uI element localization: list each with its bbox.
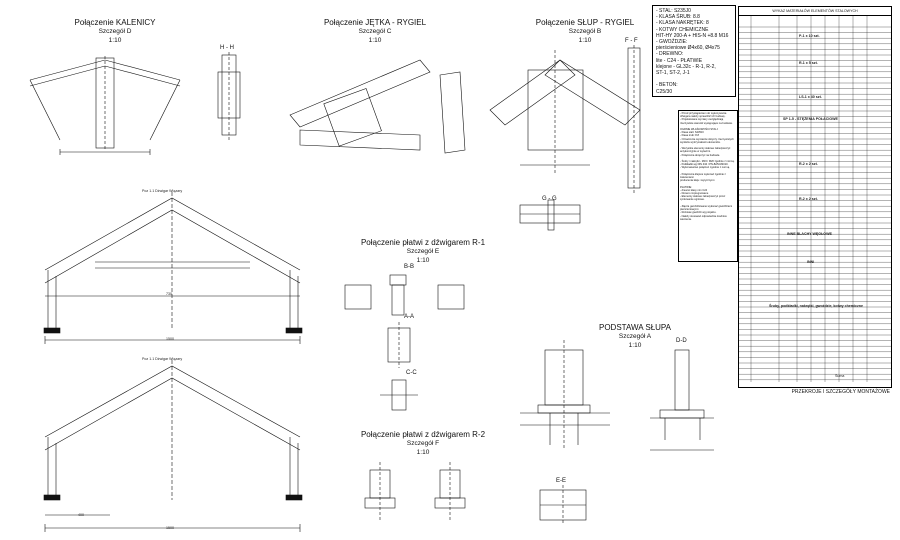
schedule-group-6: INNE BLACHY WĘGŁOWE <box>787 232 832 236</box>
frame-r1-total-dim: 1500 <box>166 337 174 341</box>
kalenica-detail <box>29 56 181 155</box>
frame-r1 <box>43 192 303 344</box>
schedule-group-5: R-2 x 2 szt. <box>799 197 818 201</box>
slup-rygiel-detail <box>489 50 641 175</box>
schedule-header: WYKAZ MATERIAŁÓW ELEMENTÓW STALOWYCH <box>739 7 891 16</box>
platew-r2-detail <box>364 462 466 520</box>
detail-title-podstawa-slupa: PODSTAWA SŁUPA Szczegół A 1:10 <box>598 323 671 349</box>
materials-box: - STAL: S235J0 - KLASA ŚRUB: 8.8 - KLASA… <box>652 5 736 97</box>
section-hh-label: H - H <box>220 45 234 51</box>
section-bb-label: B-B <box>404 264 415 270</box>
material-schedule-table: WYKAZ MATERIAŁÓW ELEMENTÓW STALOWYCH P-1… <box>738 6 892 388</box>
section-dd-label: D-D <box>676 338 687 344</box>
frame-r2-label: Poz 1.1 Dźwigar Wiązary <box>142 357 183 361</box>
section-ff <box>627 45 641 195</box>
schedule-grid <box>739 15 891 382</box>
detail-title-kalenica: Połączenie KALENICY Szczegół D 1:10 <box>74 18 156 44</box>
schedule-total-label: Suma <box>835 374 845 378</box>
schedule-group-3: SP 1-5 - STĘŻENIA POŁACIOWE <box>783 117 838 121</box>
detail-title-slup-rygiel: Połączenie SŁUP - RYGIEL Szczegół B 1:10 <box>535 18 635 44</box>
frame-r2 <box>43 360 303 532</box>
detail-title-platew-r2: Połączenie płatwi z dźwigarem R-2 Szczeg… <box>360 430 486 456</box>
jetka-rygiel-detail <box>289 59 466 154</box>
notes-box: - Przed przystąpieniem do wykonywania dź… <box>678 110 738 262</box>
schedule-group-7: INNI <box>807 260 815 264</box>
detail-title-jetka-rygiel: Połączenie JĘTKA - RYGIEL Szczegół C 1:1… <box>323 18 427 44</box>
schedule-group-8: Śruby, podkładki, nakrętki, gwoździe, ko… <box>769 304 863 308</box>
schedule-group-0: P-1 x 10 szt. <box>799 34 820 38</box>
section-cc-label: C-C <box>406 370 417 376</box>
platew-r1-detail <box>344 274 465 411</box>
section-gg-label: G - G <box>542 196 557 202</box>
section-ee-label: E-E <box>556 478 567 484</box>
schedule-group-2: LS-1 x 40 szt. <box>799 95 822 99</box>
section-ff-label: F - F <box>625 38 638 44</box>
section-gg <box>519 199 581 231</box>
materials-text: - STAL: S235J0 - KLASA ŚRUB: 8.8 - KLASA… <box>656 8 729 95</box>
section-hh <box>217 52 241 140</box>
title-block-footer: PRZEKROJE I SZCZEGÓŁY MONTAŻOWE <box>791 389 890 395</box>
frame-r1-mid-dim: 730 <box>166 292 172 296</box>
schedule-group-1: R-1 x 5 szt. <box>799 61 818 65</box>
frame-r1-label: Poz 1.1 Dźwigar Wiązary <box>142 189 183 193</box>
detail-title-platew-r1: Połączenie płatwi z dźwigarem R-1 Szczeg… <box>360 238 486 264</box>
section-ee <box>539 485 587 525</box>
schedule-group-4: R-2 x 2 szt. <box>799 162 818 166</box>
podstawa-slupa-detail <box>520 340 610 450</box>
section-aa-label: A-A <box>404 314 415 320</box>
section-dd <box>650 349 714 451</box>
notes-text: - Przed przystąpieniem do wykonywania dź… <box>680 112 735 221</box>
